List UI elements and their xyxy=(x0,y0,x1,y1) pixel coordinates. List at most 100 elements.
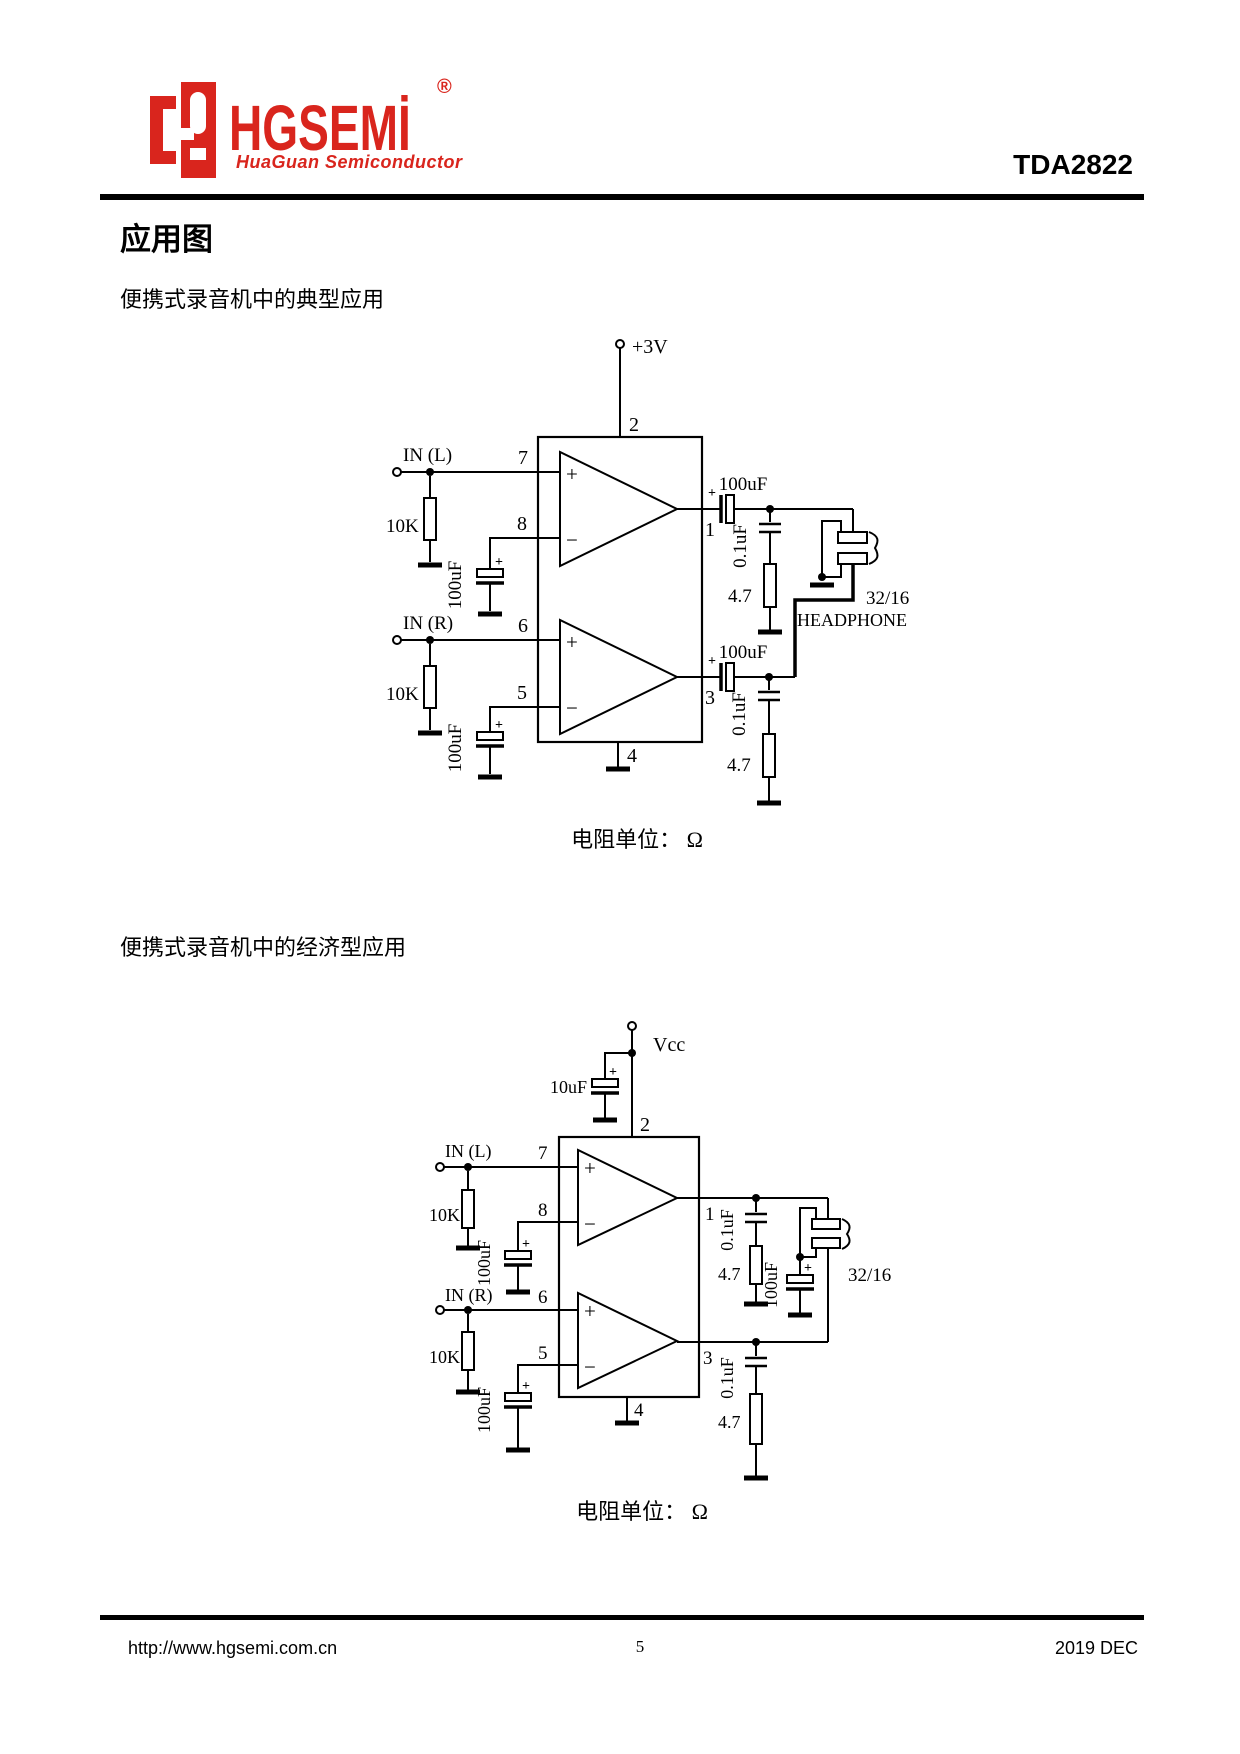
input-left-label: IN (L) xyxy=(445,1141,491,1162)
resistor-10k-left xyxy=(423,497,437,541)
input-terminal-icon xyxy=(435,1305,445,1315)
feedback-cap-left: 8 + 100uF xyxy=(474,1200,578,1295)
input-left-network: IN (L) 7 10K xyxy=(386,445,560,568)
output-right-channel: + 100uF 3 0.1uF 4.7 xyxy=(677,642,795,806)
ic-outline xyxy=(536,435,704,744)
cap-plate xyxy=(786,1274,814,1284)
cap-out-right-label: 100uF xyxy=(719,642,768,663)
cap-plate xyxy=(504,1250,532,1260)
supply-label: +3V xyxy=(632,336,668,358)
headphone-jack: + 100uF 32/16 xyxy=(761,1198,891,1342)
pin4-label: 4 xyxy=(627,745,637,767)
cap-plate xyxy=(476,568,504,578)
resistor-10k-right-label: 10K xyxy=(429,1347,460,1367)
resistor-4r7-right xyxy=(749,1393,763,1445)
cap-100uf-right-label: 100uF xyxy=(474,1387,494,1433)
pin7-label: 7 xyxy=(538,1143,548,1164)
resistor-10k-left xyxy=(461,1189,475,1229)
impedance-label: 32/16 xyxy=(866,588,909,609)
supply-terminal-icon xyxy=(627,1021,637,1031)
cap-zobel-right-label: 0.1uF xyxy=(729,692,750,736)
caption-economy-application: 便携式录音机中的经济型应用 xyxy=(120,935,407,960)
output-right-channel: 3 0.1uF 4.7 xyxy=(677,1338,828,1481)
cap-out-left-label: 100uF xyxy=(719,474,768,495)
input-terminal-icon xyxy=(392,467,402,477)
feedback-cap-right: 5 + 100uF xyxy=(445,682,560,780)
pin4-ground: 4 xyxy=(615,1397,644,1426)
pin2-label: 2 xyxy=(640,1114,650,1136)
opamp-right-channel: + − xyxy=(577,1291,680,1390)
part-number: TDA2822 xyxy=(1013,149,1133,180)
resistor-4r7-left xyxy=(763,563,777,608)
polarity-plus: + xyxy=(708,654,716,669)
jack-contact xyxy=(837,552,868,565)
opamp-minus-input: − xyxy=(566,696,578,720)
cap-plate xyxy=(476,731,504,741)
logo-monogram-icon xyxy=(150,82,216,178)
footer-rule xyxy=(100,1615,1144,1620)
input-left-label: IN (L) xyxy=(403,445,452,466)
jack-tip-arc-icon xyxy=(841,1218,851,1250)
cap-zobel-left-label: 0.1uF xyxy=(717,1209,737,1251)
resistor-unit-note-1: 电阻单位： Ω xyxy=(571,827,703,852)
polarity-plus: + xyxy=(522,1237,530,1252)
cap-100uf-left-label: 100uF xyxy=(445,561,466,610)
resistor-10k-right xyxy=(423,665,437,709)
header-rule xyxy=(100,194,1144,200)
pin3-label: 3 xyxy=(703,1348,713,1369)
resistor-10k-right-label: 10K xyxy=(386,684,419,705)
jack-contact xyxy=(837,531,868,544)
polarity-plus: + xyxy=(708,486,716,501)
opamp-minus-input: − xyxy=(566,528,578,552)
pin1-label: 1 xyxy=(705,519,715,541)
pin4-ground: 4 xyxy=(606,742,637,772)
circuit-economy: Vcc 2 + 10uF + − IN (L) 7 xyxy=(429,1021,891,1481)
junction-dot xyxy=(464,1306,472,1314)
footer-page-number: 5 xyxy=(635,1637,645,1656)
cap-plate xyxy=(725,494,735,524)
circuit-typical: +3V 2 + − IN (L) 7 10K xyxy=(386,336,909,806)
resistor-10k-left-label: 10K xyxy=(386,516,419,537)
resistor-4r7-right-label: 4.7 xyxy=(718,1412,741,1432)
resistor-4r7-right xyxy=(762,733,776,778)
input-terminal-icon xyxy=(435,1162,445,1172)
resistor-10k-left-label: 10K xyxy=(429,1205,460,1225)
cap-100uf-right-label: 100uF xyxy=(445,724,466,773)
jack-contact xyxy=(811,1237,841,1249)
feedback-cap-left: 8 + 100uF xyxy=(445,513,560,617)
resistor-4r7-right-label: 4.7 xyxy=(727,755,751,776)
input-right-network: IN (R) 6 10K xyxy=(429,1285,578,1395)
jack-contact xyxy=(811,1218,841,1230)
opamp-left-channel: + − xyxy=(559,450,680,568)
page-title: 应用图 xyxy=(120,222,213,257)
headphone-label: HEADPHONE xyxy=(797,610,907,630)
pin5-label: 5 xyxy=(538,1343,548,1364)
pin1-label: 1 xyxy=(705,1204,715,1225)
supply-label: Vcc xyxy=(653,1034,685,1056)
supply-terminal-icon xyxy=(615,339,625,349)
feedback-cap-right: 5 + 100uF xyxy=(474,1343,578,1453)
brand-wordmark: HGSEMİ xyxy=(229,92,411,164)
pin4-label: 4 xyxy=(634,1400,644,1421)
polarity-plus: + xyxy=(522,1379,530,1394)
pin8-label: 8 xyxy=(538,1200,548,1221)
footer-date: 2019 DEC xyxy=(1054,1638,1138,1658)
resistor-4r7-left-label: 4.7 xyxy=(728,586,752,607)
cap-plate xyxy=(591,1078,619,1088)
pin3-label: 3 xyxy=(705,687,715,709)
output-left-channel: + 100uF 1 0.1uF 4.7 xyxy=(677,474,853,635)
pin5-label: 5 xyxy=(517,682,527,704)
registered-trademark-icon: ® xyxy=(437,76,452,98)
headphone-jack: 32/16 HEADPHONE xyxy=(793,509,909,677)
opamp-left-channel: + − xyxy=(577,1148,680,1247)
resistor-10k-right xyxy=(461,1331,475,1371)
cap-zobel-right-label: 0.1uF xyxy=(717,1357,737,1399)
opamp-plus-input: + xyxy=(566,630,578,654)
cap-zobel-left-label: 0.1uF xyxy=(730,524,751,568)
junction-dot xyxy=(464,1163,472,1171)
junction-dot xyxy=(426,636,434,644)
polarity-plus: + xyxy=(495,555,503,570)
junction-dot xyxy=(426,468,434,476)
